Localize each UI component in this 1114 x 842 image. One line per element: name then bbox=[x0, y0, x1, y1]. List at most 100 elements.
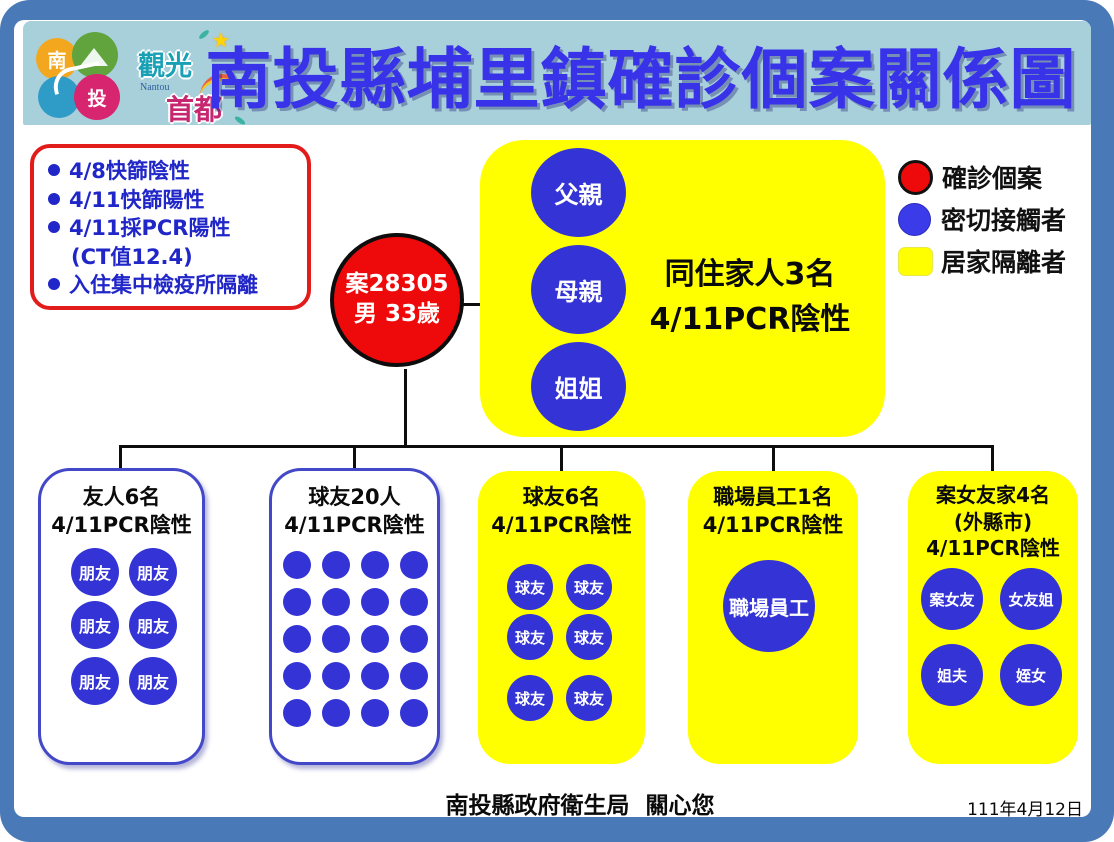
connector-drop bbox=[772, 445, 775, 474]
contact-node: 職場員工 bbox=[723, 560, 815, 652]
bullet-icon bbox=[48, 278, 60, 291]
confirmed-case-swatch-icon bbox=[898, 159, 933, 195]
contact-node: 朋友 bbox=[129, 601, 177, 649]
group-title: 職場員工1名 4/11PCR陰性 bbox=[688, 484, 858, 540]
bullet-icon bbox=[48, 221, 60, 234]
home-quarantine-swatch-icon bbox=[898, 246, 933, 276]
contact-node: 案女友 bbox=[921, 568, 983, 630]
contact-node bbox=[322, 551, 350, 579]
nantou-logo: 南 投 ★ 觀光 Nantou 首都 bbox=[34, 28, 247, 126]
contact-node: 朋友 bbox=[71, 548, 119, 596]
household-summary: 同住家人3名 4/11PCR陰性 bbox=[618, 252, 882, 342]
group-title-line1: 案女友家4名 bbox=[936, 483, 1050, 507]
contact-node bbox=[400, 625, 428, 653]
group-title-line1: 球友20人 bbox=[308, 485, 401, 509]
note-text: 入住集中檢疫所隔離 bbox=[69, 273, 258, 298]
footer-date: 111年4月12日 bbox=[967, 800, 1083, 820]
family-member-node: 姐姐 bbox=[531, 342, 626, 431]
family-member-node: 父親 bbox=[531, 148, 626, 237]
group-title-line1: 職場員工1名 bbox=[713, 485, 833, 509]
case-notes-box: 4/8快篩陰性 4/11快篩陽性 4/11採PCR陽性 (CT值12.4) 入住… bbox=[30, 144, 311, 310]
group-title-line3: 4/11PCR陰性 bbox=[926, 536, 1060, 561]
group-box-friends: 友人6名 4/11PCR陰性 朋友 朋友 朋友 朋友 朋友 朋友 bbox=[38, 468, 205, 765]
close-contact-swatch-icon bbox=[898, 202, 931, 236]
rainbow-icon bbox=[200, 74, 244, 100]
connector-drop bbox=[560, 445, 563, 474]
seal-char-2: 投 bbox=[87, 87, 107, 110]
contact-node bbox=[283, 551, 311, 579]
contact-node bbox=[400, 662, 428, 690]
tagline-top: 觀光 bbox=[138, 51, 192, 82]
group-title-line1: 友人6名 bbox=[82, 485, 161, 509]
seal-circle-blue bbox=[38, 76, 80, 118]
contact-node: 球友 bbox=[507, 614, 553, 660]
legend-item-confirmed: 確診個案 bbox=[898, 159, 1043, 195]
household-summary-line1: 同住家人3名 bbox=[664, 257, 836, 292]
contact-node: 女友姐 bbox=[1000, 568, 1062, 630]
tagline-subtitle: Nantou bbox=[140, 82, 170, 93]
legend-label: 確診個案 bbox=[942, 164, 1043, 193]
group-title-line2: 4/11PCR陰性 bbox=[702, 512, 844, 537]
note-line: (CT值12.4) bbox=[46, 242, 297, 271]
contact-node: 姪女 bbox=[1000, 644, 1062, 706]
legend-label: 密切接觸者 bbox=[941, 206, 1067, 235]
page-title: 南投縣埔里鎮確診個案關係圖 bbox=[205, 41, 1077, 118]
group-title-line2: 4/11PCR陰性 bbox=[491, 512, 632, 537]
footer-credit: 南投縣政府衛生局 關心您 bbox=[445, 793, 715, 819]
note-text: 4/11快篩陽性 bbox=[69, 187, 205, 212]
seal-circle-green bbox=[72, 32, 118, 78]
legend-item-quarantine: 居家隔離者 bbox=[898, 244, 1066, 278]
index-case-id: 案28305 bbox=[345, 271, 449, 298]
seal-char-1: 南 bbox=[47, 49, 67, 72]
contact-node: 球友 bbox=[507, 564, 553, 610]
contact-node: 朋友 bbox=[129, 657, 177, 705]
contact-node bbox=[361, 551, 389, 579]
seal-circle-orange: 南 bbox=[36, 38, 78, 80]
note-line: 入住集中檢疫所隔離 bbox=[46, 270, 297, 299]
contact-dot-grid bbox=[283, 551, 433, 727]
contact-node: 朋友 bbox=[71, 657, 119, 705]
group-title-line2: 4/11PCR陰性 bbox=[51, 512, 192, 537]
contact-node bbox=[361, 625, 389, 653]
connector-drop bbox=[991, 445, 994, 474]
note-text: 4/11採PCR陽性 bbox=[69, 216, 231, 241]
note-line: 4/8快篩陰性 bbox=[46, 156, 297, 185]
legend-label: 居家隔離者 bbox=[941, 248, 1067, 277]
index-case-node: 案28305 男 33歲 bbox=[330, 233, 464, 367]
group-title-line1: 球友6名 bbox=[522, 485, 601, 509]
contact-node bbox=[400, 588, 428, 616]
contact-node bbox=[322, 625, 350, 653]
contact-node bbox=[283, 625, 311, 653]
group-box-coworker: 職場員工1名 4/11PCR陰性 職場員工 bbox=[688, 471, 858, 764]
note-text: 4/8快篩陰性 bbox=[69, 159, 190, 184]
contact-node bbox=[400, 699, 428, 727]
group-box-ballmates-6: 球友6名 4/11PCR陰性 球友 球友 球友 球友 球友 球友 bbox=[478, 471, 645, 764]
legend-item-contact: 密切接觸者 bbox=[898, 202, 1066, 236]
connector-horizontal-bar bbox=[119, 445, 994, 448]
note-line: 4/11快篩陽性 bbox=[46, 185, 297, 214]
group-title-line2: 4/11PCR陰性 bbox=[284, 512, 425, 537]
index-case-demographics: 男 33歲 bbox=[353, 301, 440, 327]
note-text: (CT值12.4) bbox=[71, 244, 193, 269]
connector-drop bbox=[119, 445, 122, 471]
tagline-bottom: 首都 bbox=[166, 93, 223, 126]
note-line: 4/11採PCR陽性 bbox=[46, 213, 297, 242]
contact-node: 球友 bbox=[566, 564, 612, 610]
contact-node bbox=[283, 662, 311, 690]
contact-node: 朋友 bbox=[71, 601, 119, 649]
group-box-girlfriend-family: 案女友家4名 (外縣市) 4/11PCR陰性 案女友 女友姐 姐夫 姪女 bbox=[908, 471, 1078, 764]
seal-circle-pink: 投 bbox=[74, 74, 120, 120]
group-title: 球友6名 4/11PCR陰性 bbox=[478, 484, 645, 540]
logo-tagline: ★ 觀光 Nantou 首都 bbox=[138, 28, 247, 126]
group-title: 案女友家4名 (外縣市) 4/11PCR陰性 bbox=[908, 482, 1078, 562]
contact-node: 球友 bbox=[507, 675, 553, 721]
connector-trunk bbox=[404, 369, 407, 447]
nantou-seal-icon: 南 投 bbox=[34, 32, 130, 122]
contact-node bbox=[322, 662, 350, 690]
contact-node bbox=[361, 662, 389, 690]
bullet-icon bbox=[48, 164, 60, 177]
contact-node: 球友 bbox=[566, 614, 612, 660]
contact-node bbox=[361, 588, 389, 616]
connector-drop bbox=[353, 445, 356, 471]
